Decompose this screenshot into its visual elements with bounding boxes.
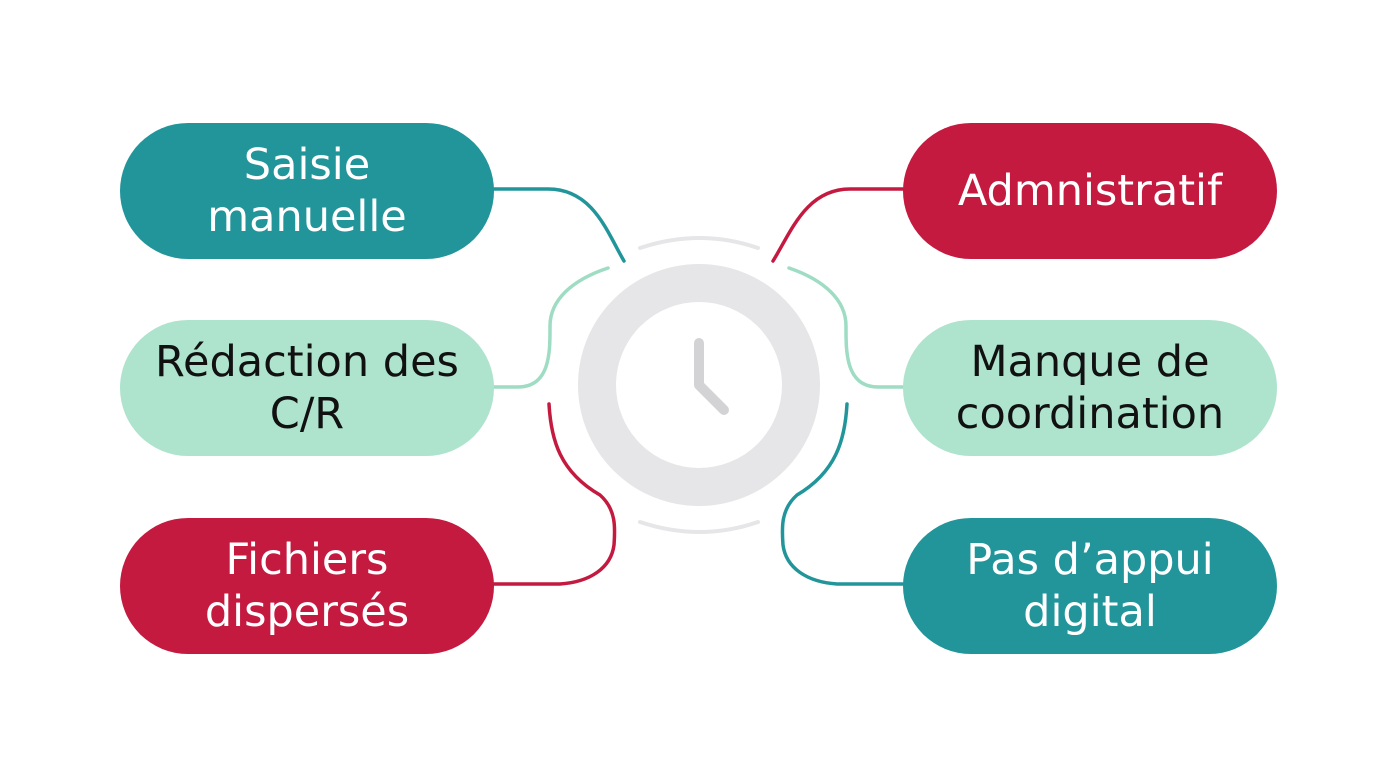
node-label: Fichiers dispersés [204,535,410,637]
node-label: Manque de coordination [955,337,1225,439]
connector-fichiers [491,402,617,586]
node-saisie-manuelle: Saisie manuelle [120,123,494,259]
connector-saisie [491,187,626,263]
node-label: Rédaction des C/R [155,337,459,439]
node-label: Admnistratif [957,166,1223,216]
clock-arc-bottom [638,520,760,534]
connector-manque [787,266,905,389]
node-pas-appui-digital: Pas d’appui digital [903,518,1277,654]
node-manque-coordination: Manque de coordination [903,320,1277,456]
node-label: Saisie manuelle [207,140,407,242]
node-label: Pas d’appui digital [966,535,1214,637]
clock-icon [578,264,820,506]
node-administratif: Admnistratif [903,123,1277,259]
node-redaction-cr: Rédaction des C/R [120,320,494,456]
connector-admin [771,187,905,263]
node-fichiers-disperses: Fichiers dispersés [120,518,494,654]
connector-redaction [491,266,610,389]
connector-pas [780,402,905,586]
clock-arc-top [638,236,760,250]
